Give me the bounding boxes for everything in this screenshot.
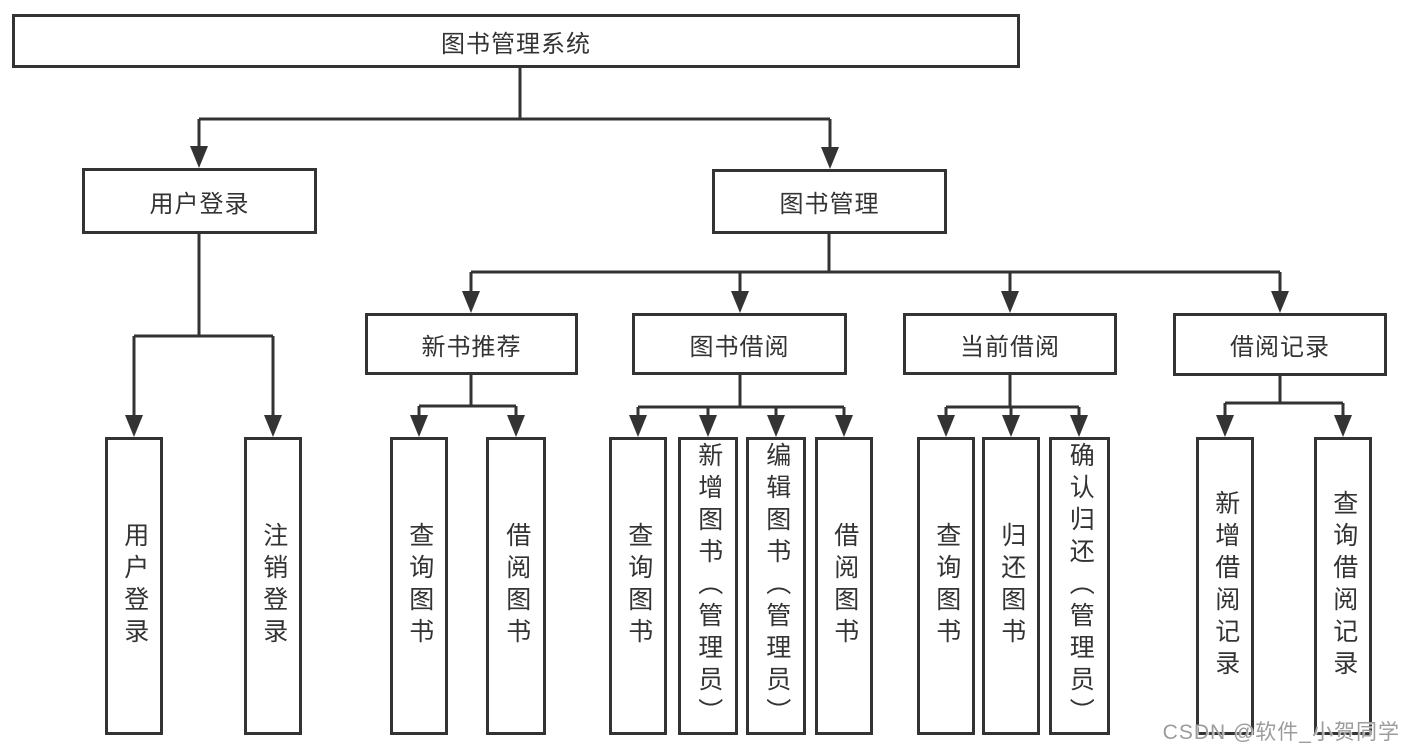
node-query-borrow-record: 查询借阅记录 <box>1314 437 1372 735</box>
node-label: 编辑图书（管理员） <box>762 442 791 730</box>
node-new-book-recommend: 新书推荐 <box>365 313 578 375</box>
node-query-books-b: 查询图书 <box>609 437 667 735</box>
node-query-books-a: 查询图书 <box>390 437 448 735</box>
node-user-login: 用户登录 <box>105 437 163 735</box>
watermark: CSDN @软件_小贺同学 <box>1162 721 1400 744</box>
node-add-book-admin: 新增图书（管理员） <box>678 437 738 735</box>
node-confirm-return-admin: 确认归还（管理员） <box>1049 437 1110 735</box>
node-label: 确认归还（管理员） <box>1066 442 1095 730</box>
node-book-borrow: 图书借阅 <box>632 313 847 375</box>
node-borrow-books-b: 借阅图书 <box>815 437 873 735</box>
node-label: 查询借阅记录 <box>1329 490 1358 682</box>
node-query-books-c: 查询图书 <box>917 437 975 735</box>
node-label: 借阅图书 <box>502 522 531 650</box>
node-label: 新增图书（管理员） <box>694 442 723 730</box>
connector-records <box>1223 375 1345 419</box>
node-library-system: 图书管理系统 <box>12 14 1020 68</box>
node-return-books: 归还图书 <box>982 437 1040 735</box>
node-logout-login: 注销登录 <box>244 437 302 735</box>
node-current-borrow: 当前借阅 <box>903 313 1117 375</box>
node-label: 用户登录 <box>149 190 250 218</box>
node-borrow-records: 借阅记录 <box>1173 313 1387 376</box>
node-label: 查询图书 <box>932 522 961 650</box>
node-label: 新增借阅记录 <box>1211 490 1240 682</box>
connector-book-management <box>469 234 1282 295</box>
node-label: 借阅记录 <box>1230 334 1330 361</box>
node-label: 查询图书 <box>624 522 653 650</box>
node-borrow-books-a: 借阅图书 <box>486 437 546 735</box>
node-label: 图书借阅 <box>689 333 790 361</box>
node-label: 图书管理 <box>779 191 880 218</box>
connector-root <box>197 68 832 151</box>
node-label: 用户登录 <box>120 522 149 650</box>
node-user-login-branch: 用户登录 <box>82 168 317 234</box>
node-label: 注销登录 <box>259 522 288 650</box>
node-book-management-branch: 图书管理 <box>712 169 947 234</box>
node-label: 图书管理系统 <box>441 30 591 58</box>
connector-user-login <box>132 234 275 419</box>
node-label: 查询图书 <box>405 522 434 650</box>
node-label: 归还图书 <box>997 522 1026 650</box>
node-label: 当前借阅 <box>960 333 1060 361</box>
node-label: 借阅图书 <box>830 522 859 650</box>
node-edit-book-admin: 编辑图书（管理员） <box>746 437 806 735</box>
node-new-borrow-record: 新增借阅记录 <box>1196 437 1254 735</box>
connector-current <box>944 375 1081 419</box>
arrowheads <box>125 146 1352 437</box>
node-label: 新书推荐 <box>421 333 522 361</box>
connector-new-book <box>417 375 518 419</box>
connector-borrowing <box>636 375 846 419</box>
